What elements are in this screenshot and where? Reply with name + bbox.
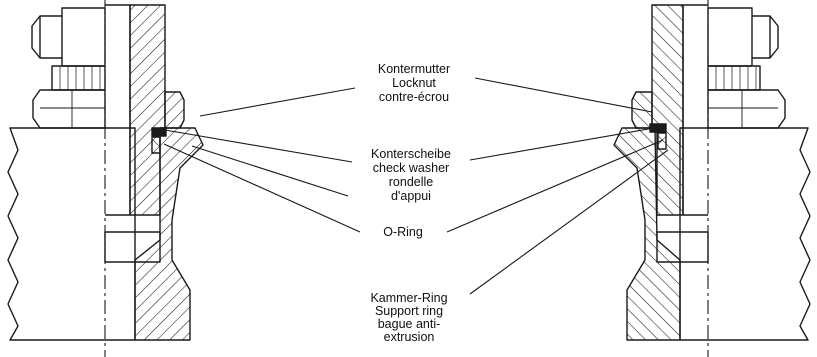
- label-support-ring-en: Support ring: [374, 304, 444, 318]
- right-stem: [682, 4, 708, 216]
- right-locknut: [707, 89, 786, 129]
- label-check-washer-fr1: rondelle: [388, 175, 434, 189]
- left-body-block: [7, 127, 136, 341]
- left-stem-section: [129, 4, 166, 216]
- label-support-ring-de: Kammer-Ring: [370, 291, 448, 305]
- right-check-washer: [649, 123, 667, 133]
- left-body-section: [134, 127, 204, 341]
- label-support-ring-fr1: bague anti-: [377, 317, 441, 331]
- left-check-washer: [151, 127, 167, 137]
- leader-locknut-left: [199, 87, 356, 117]
- label-locknut-fr: contre-écrou: [378, 90, 450, 104]
- left-locknut: [32, 89, 106, 129]
- leader-support-ring-right: [469, 149, 669, 295]
- left-stem: [105, 4, 131, 216]
- label-locknut-en: Locknut: [392, 76, 436, 90]
- label-locknut-de: Kontermutter: [377, 62, 451, 76]
- leader-o-ring-left: [163, 143, 361, 233]
- label-support-ring: Kammer-Ring Support ring bague anti- ext…: [350, 292, 468, 344]
- leader-check-washer-left: [164, 129, 353, 163]
- label-check-washer-de: Konterscheibe: [371, 147, 451, 161]
- right-body-section: [613, 127, 681, 341]
- label-support-ring-fr2: extrusion: [383, 330, 435, 344]
- leader-check-washer-right: [469, 126, 661, 161]
- label-o-ring-text: O-Ring: [383, 225, 423, 239]
- label-locknut: Kontermutter Locknut contre-écrou: [355, 62, 473, 104]
- left-top-nut: [31, 7, 106, 67]
- leader-locknut-right: [474, 77, 653, 113]
- left-side-nut: [164, 91, 185, 129]
- leader-o-ring-right: [446, 139, 664, 233]
- label-check-washer-en: check washer: [372, 161, 450, 175]
- label-check-washer: Konterscheibe check washer rondelle d'ap…: [351, 147, 471, 203]
- right-assembly: [613, 0, 811, 357]
- left-o-ring: [151, 136, 161, 154]
- left-assembly: [7, 0, 204, 357]
- right-body-block: [679, 127, 811, 341]
- leader-lines: [163, 77, 669, 295]
- right-top-nut: [707, 7, 779, 67]
- leader-support-ring-left: [191, 145, 349, 197]
- right-stem-section: [651, 4, 684, 216]
- label-o-ring: O-Ring: [360, 225, 446, 239]
- label-check-washer-fr2: d'appui: [391, 189, 431, 203]
